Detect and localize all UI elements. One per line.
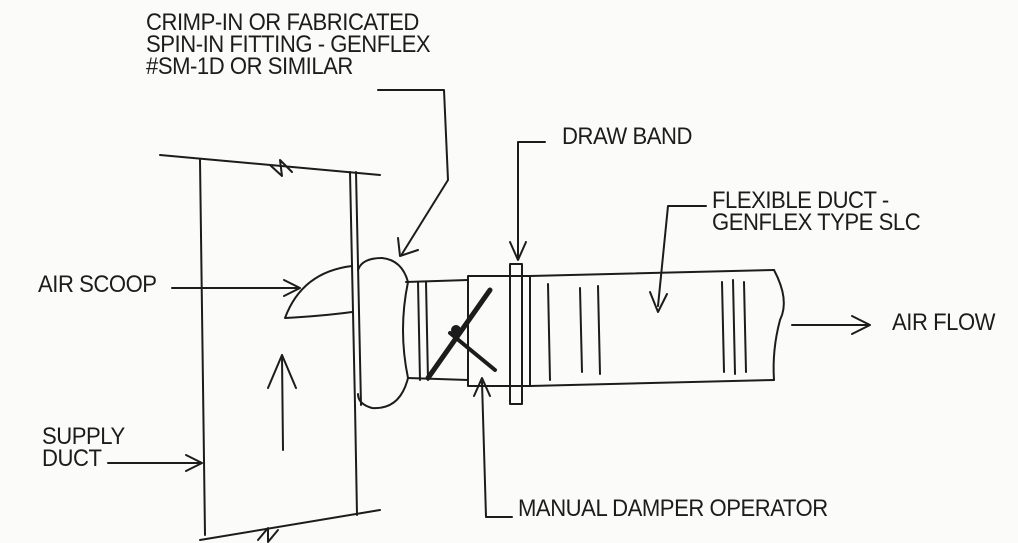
air-flow-arrowhead [851, 315, 871, 335]
air-flow-label: AIR FLOW [892, 309, 996, 336]
air-scoop-leader-arrowhead [283, 279, 301, 297]
damper-operator-leader-arrowhead [473, 377, 491, 397]
air-scoop-shape [284, 265, 353, 319]
spin-in-fitting-shape [357, 257, 409, 410]
supply-duct [159, 154, 381, 541]
draw-band-shape [467, 263, 531, 405]
air-scoop-label: AIR SCOOP [38, 271, 157, 298]
damper-blade [425, 287, 497, 381]
draw-band-leader-arrowhead [509, 241, 527, 261]
flexible-duct-label: FLEXIBLE DUCT - GENFLEX TYPE SLC [712, 187, 921, 236]
supply-duct-label: SUPPLY DUCT [42, 423, 125, 472]
fitting-collar [405, 279, 469, 381]
fitting-leader [377, 89, 449, 255]
fitting-leader-arrowhead [397, 237, 419, 257]
break-mark-top [269, 159, 293, 177]
supply-flow-arrow [267, 354, 297, 451]
break-mark-bottom [257, 527, 279, 543]
supply-duct-leader-arrowhead [185, 454, 203, 472]
damper-operator-label: MANUAL DAMPER OPERATOR [518, 495, 828, 522]
draw-band-leader [517, 141, 546, 259]
fitting-label: CRIMP-IN OR FABRICATED SPIN-IN FITTING -… [146, 9, 431, 80]
flex-duct-leader-arrowhead [649, 291, 668, 313]
flexible-duct-shape [529, 269, 785, 387]
draw-band-label: DRAW BAND [562, 123, 692, 150]
damper-operator-leader [481, 381, 513, 518]
flex-duct-leader [657, 205, 707, 307]
